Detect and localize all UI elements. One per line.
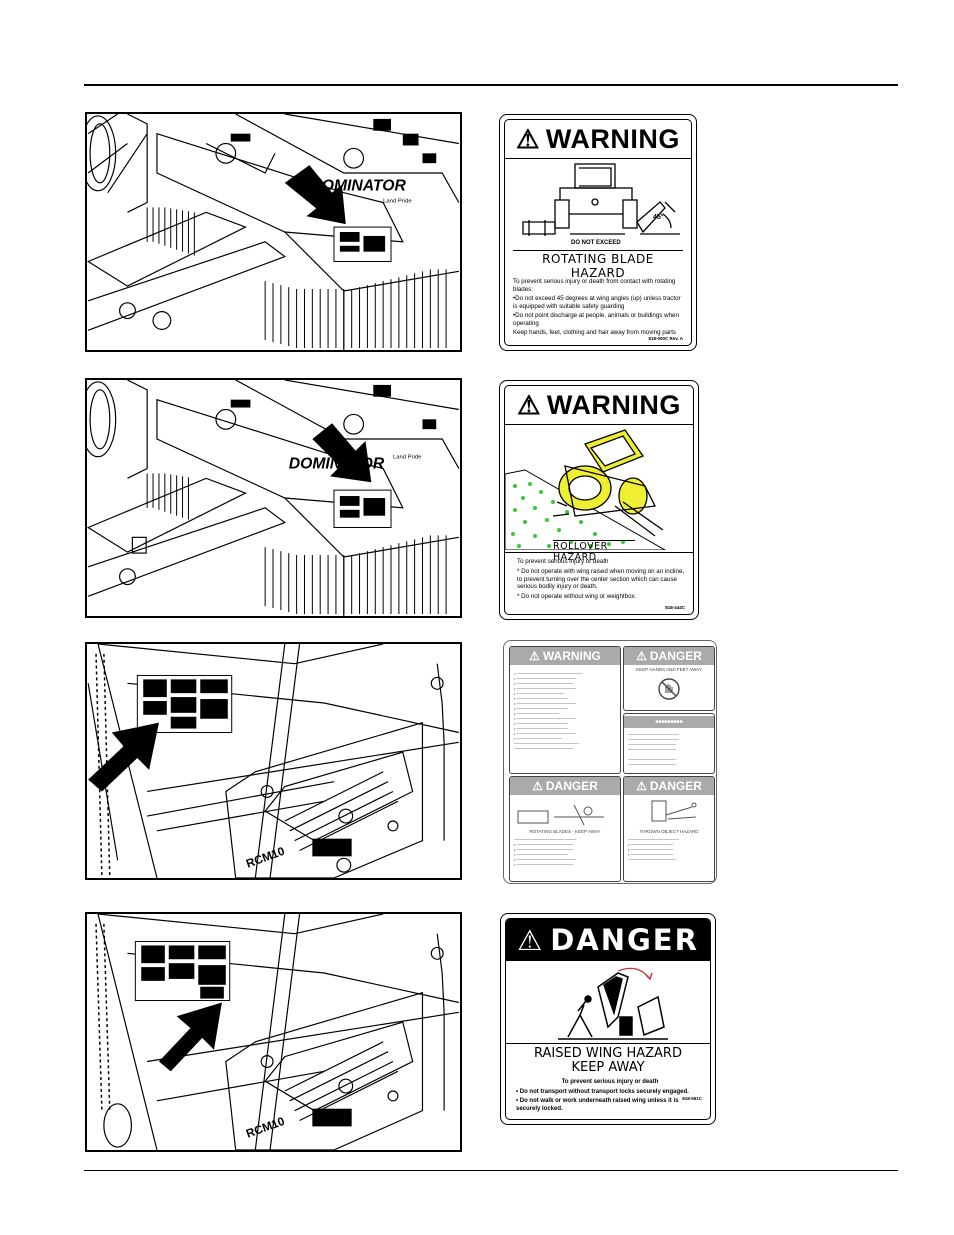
tractor-rollover-icon [505, 429, 667, 550]
photo-rotating-blade-decal-location: DOMINATOR Land Pride [85, 112, 462, 352]
mower-illustration: DOMINATOR Land Pride [87, 114, 460, 350]
pointer-arrow-icon [312, 423, 372, 483]
warning-triangle-icon: ⚠ [516, 124, 540, 154]
photo-rollover-decal-location: DOMINATOR Land Pride [85, 378, 462, 618]
danger-header: ⚠ DANGER [506, 919, 710, 961]
tractor-wing-angle-icon [522, 163, 680, 236]
warning-triangle-icon: ⚠ [517, 390, 541, 420]
rotating-warning-text: To prevent serious injury or death from … [513, 278, 681, 336]
notice-panel: ■■■■■■■■■ ────────────────── ───────────… [623, 713, 715, 774]
warning-header: ⚠ WARNING [505, 120, 691, 159]
keep-hands-danger-panel: ⚠ DANGER KEEP HANDS AND FEET AWAY [623, 646, 715, 711]
rotating-blades-danger-panel: ⚠ DANGER ROTATING BLADES - KEEP AWAY ───… [509, 776, 621, 882]
rotating-blade-icon [517, 804, 604, 826]
mower-illustration: DOMINATOR Land Pride [87, 380, 460, 616]
raised-wing-hazard-title: RAISED WING HAZARD KEEP AWAY [534, 1046, 682, 1075]
rotating-blade-warning-decal: ⚠ WARNING DO NOT EXCEED 45° ROTATING [499, 114, 697, 351]
warning-text-panel: ⚠ WARNING ○ ─────────────────────── • ──… [509, 646, 621, 774]
svg-text:DOMINATOR: DOMINATOR [310, 178, 406, 195]
thrown-object-icon [651, 800, 697, 822]
pointer-arrow-icon [88, 722, 159, 792]
mower-deck-illustration: RCM10 [88, 914, 459, 1150]
grass-pattern [511, 482, 625, 548]
svg-text:Land Pride: Land Pride [383, 199, 412, 205]
pointer-arrow-icon [284, 165, 346, 225]
svg-text:DOMINATOR: DOMINATOR [289, 456, 385, 473]
raised-wing-text: To prevent serious injury or death • Do … [516, 1079, 689, 1112]
pointer-arrow-icon [158, 1002, 222, 1072]
raised-wing-danger-decal: ⚠ DANGER RAISED WING HAZARD KEEP AWAY To… [500, 913, 716, 1125]
photo-raised-wing-decal-location: RCM10 [85, 912, 462, 1152]
footer-rule [84, 1170, 898, 1171]
svg-text:Land Pride: Land Pride [393, 455, 422, 461]
rollover-warning-decal: ⚠ WARNING [499, 380, 699, 620]
combined-safety-decal-sheet: ⚠ WARNING ○ ─────────────────────── • ──… [503, 640, 717, 884]
mower-deck-illustration: RCM10 [87, 644, 459, 878]
warning-header: ⚠ WARNING [505, 386, 693, 425]
header-rule [84, 84, 898, 86]
danger-triangle-icon: ⚠ [517, 923, 545, 957]
no-hands-icon [658, 678, 680, 700]
raised-wing-crush-icon [558, 967, 668, 1040]
photo-decal-cluster-location: RCM10 [85, 642, 462, 880]
thrown-object-danger-panel: ⚠ DANGER THROWN OBJECT HAZARD ──────────… [623, 776, 715, 882]
rollover-warning-text: To prevent serious injury or death * Do … [517, 558, 685, 601]
